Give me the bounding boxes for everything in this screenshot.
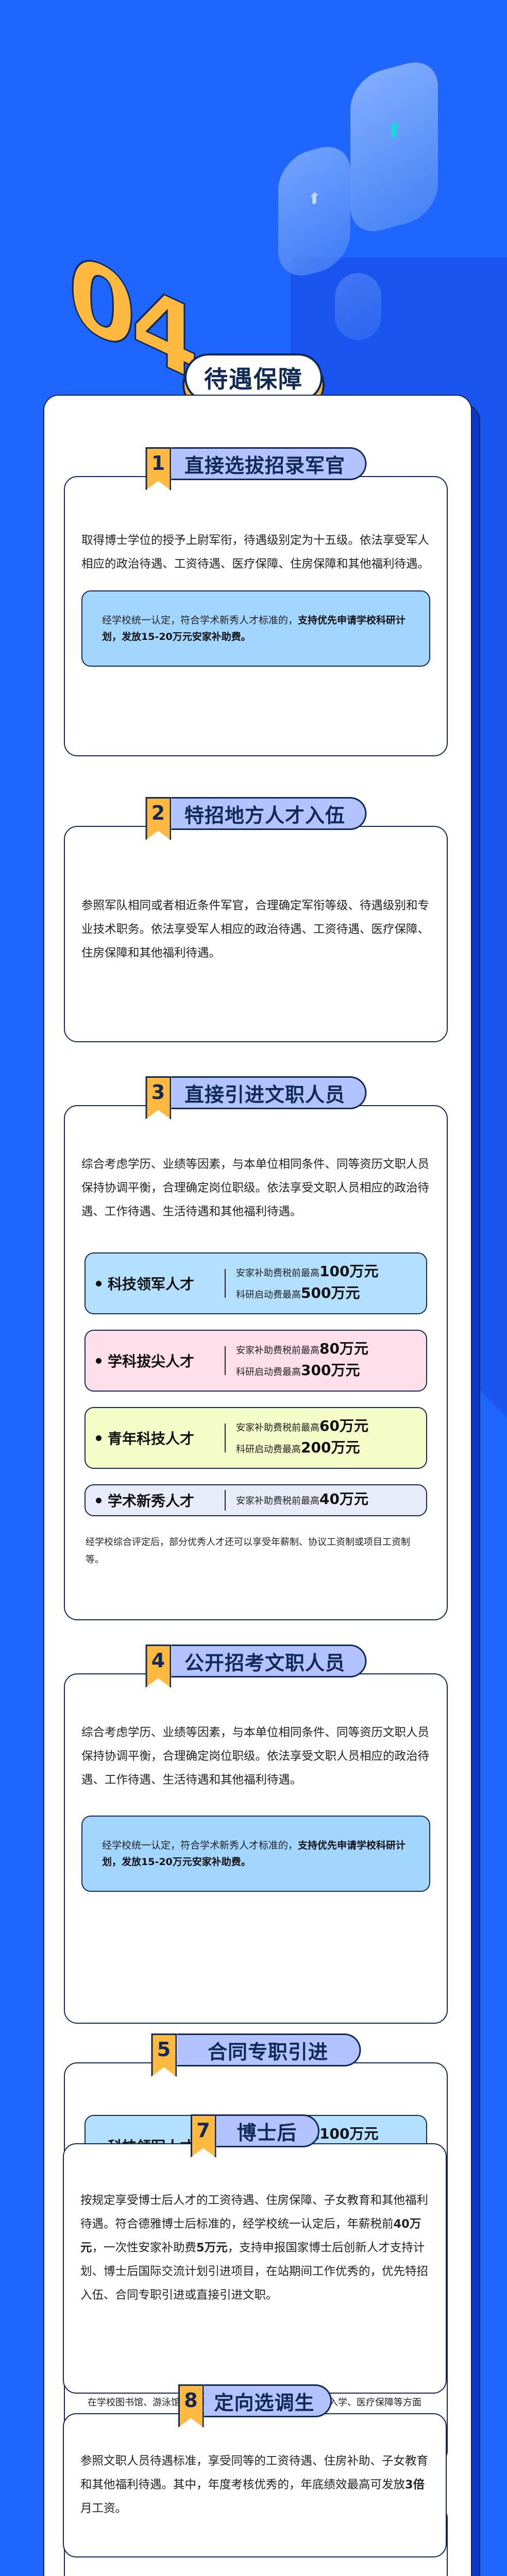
- divider: [225, 1423, 226, 1452]
- talent-row: 科技领军人才 安家补助费税前最高100万元 科研启动费最高500万元: [84, 1252, 427, 1314]
- card-title: 合同专职引进: [176, 2033, 361, 2066]
- value-label: 安家补助费税前最高: [236, 1268, 319, 1279]
- upload-cloud-icon: ⬆: [350, 55, 438, 239]
- talent-values: 安家补助费税前最高60万元 科研启动费最高200万元: [236, 1416, 368, 1460]
- talent-row: 学术新秀人才 安家补助费税前最高40万元: [84, 1484, 427, 1516]
- card-footnote: 经学校综合评定后，部分优秀人才还可以享受年薪制、协议工资制或项目工资制等。: [86, 1537, 410, 1565]
- note-bold-text: 支持优先申请学校科研计划，发放15-20万元安家补助费。: [102, 615, 406, 642]
- body-bold: 3倍: [405, 2478, 425, 2492]
- value-amount: 40万元: [319, 1490, 368, 1507]
- body-text: ，支持申报国家博士后创新人才支持计划、博士后国际交流计划引进项目，在站期间工作优…: [80, 2241, 429, 2302]
- card-ribbon: 2 特招地方人才入伍: [145, 797, 367, 840]
- card-ribbon: 4 公开招考文职人员: [145, 1645, 367, 1688]
- talent-row: 青年科技人才 安家补助费税前最高60万元 科研启动费最高200万元: [84, 1407, 427, 1469]
- value-amount: 60万元: [319, 1417, 368, 1434]
- card-body: 综合考虑学历、业绩等因素，与本单位相同条件、同等资历文职人员保持协调平衡，合理确…: [81, 1158, 430, 1218]
- body-text: 月工资。: [80, 2502, 127, 2515]
- bullet-icon: [96, 1358, 102, 1364]
- highlight-note: 经学校统一认定，符合学术新秀人才标准的，支持优先申请学校科研计划，发放15-20…: [81, 1816, 430, 1892]
- benefit-card-8: 8 定向选调生 参照文职人员待遇标准，享受同等的工资待遇、住房补助、子女教育和其…: [63, 2384, 447, 2557]
- divider: [225, 1346, 226, 1375]
- card-ribbon: 5 合同专职引进: [150, 2033, 361, 2077]
- benefit-card-7: 7 博士后 按规定享受博士后人才的工资待遇、住房保障、子女教育和其他福利待遇。符…: [63, 2114, 447, 2394]
- talent-row: 学科拔尖人才 安家补助费税前最高80万元 科研启动费最高300万元: [84, 1330, 427, 1392]
- benefit-card-4: 4 公开招考文职人员 综合考虑学历、业绩等因素，与本单位相同条件、同等资历文职人…: [64, 1645, 448, 2024]
- card-ribbon: 1 直接选拔招录军官: [145, 447, 367, 490]
- note-text: 经学校统一认定，符合学术新秀人才标准的，: [102, 1840, 298, 1851]
- card-title: 特招地方人才入伍: [171, 797, 367, 830]
- benefit-card-1: 1 直接选拔招录军官 取得博士学位的授予上尉军衔，待遇级别定为十五级。依法享受军…: [64, 447, 448, 756]
- talent-name: 青年科技人才: [108, 1430, 195, 1447]
- value-label: 科研启动费最高: [236, 1444, 301, 1455]
- section-number: 04: [67, 230, 195, 404]
- value-amount: 200万元: [301, 1439, 360, 1456]
- card-title: 博士后: [216, 2114, 319, 2147]
- value-label: 安家补助费税前最高: [236, 1422, 319, 1433]
- value-amount: 80万元: [319, 1340, 368, 1357]
- talent-name: 学术新秀人才: [108, 1493, 195, 1510]
- card-body: 参照文职人员待遇标准，享受同等的工资待遇、住房补助、子女教育和其他福利待遇。其中…: [64, 2414, 446, 2520]
- card-title: 直接选拔招录军官: [171, 447, 367, 480]
- bullet-icon: [96, 1497, 102, 1503]
- card-ribbon: 8 定向选调生: [178, 2384, 332, 2428]
- benefit-card-2: 2 特招地方人才入伍 参照军队相同或者相近条件军官，合理确定军衔等级、待遇级别和…: [64, 797, 448, 1042]
- card-title: 定向选调生: [204, 2384, 332, 2417]
- bullet-icon: [96, 1280, 102, 1286]
- card-body: 取得博士学位的授予上尉军衔，待遇级别定为十五级。依法享受军人相应的政治待遇、工资…: [81, 534, 430, 571]
- value-label: 安家补助费税前最高: [236, 1345, 319, 1356]
- value-amount: 500万元: [301, 1284, 360, 1301]
- body-text: ，一次性安家补助费: [92, 2241, 197, 2255]
- value-label: 科研启动费最高: [236, 1290, 301, 1300]
- value-label: 安家补助费税前最高: [236, 1496, 319, 1506]
- card-ribbon: 3 直接引进文职人员: [145, 1076, 367, 1120]
- value-amount: 100万元: [319, 2125, 379, 2142]
- note-bold-text: 支持优先申请学校科研计划，发放15-20万元安家补助费。: [102, 1840, 406, 1868]
- benefit-card-3: 3 直接引进文职人员 综合考虑学历、业绩等因素，与本单位相同条件、同等资历文职人…: [64, 1076, 448, 1620]
- talent-name: 科技领军人才: [108, 1276, 195, 1293]
- body-bold: 40万元: [80, 2217, 421, 2255]
- section-title: 待遇保障: [184, 353, 323, 402]
- talent-values: 安家补助费税前最高100万元 科研启动费最高500万元: [236, 1262, 378, 1305]
- talent-values: 安家补助费税前最高80万元 科研启动费最高300万元: [236, 1339, 368, 1382]
- value-label: 科研启动费最高: [236, 1367, 301, 1378]
- divider: [225, 1490, 226, 1511]
- talent-values: 安家补助费税前最高40万元: [236, 1489, 368, 1511]
- body-text: 参照文职人员待遇标准，享受同等的工资待遇、住房补助、子女教育和其他福利待遇。其中…: [80, 2454, 429, 2492]
- body-text: 按规定享受博士后人才的工资待遇、住房保障、子女教育和其他福利待遇。符合德雅博士后…: [80, 2194, 429, 2231]
- highlight-note: 经学校统一认定，符合学术新秀人才标准的，支持优先申请学校科研计划，发放15-20…: [81, 590, 430, 667]
- card-title: 公开招考文职人员: [171, 1645, 367, 1677]
- value-amount: 300万元: [301, 1362, 360, 1379]
- bullet-icon: [96, 1435, 102, 1441]
- value-amount: 100万元: [319, 1263, 379, 1280]
- cloud-icon: [335, 273, 381, 340]
- body-bold: 5万元: [196, 2241, 228, 2255]
- card-ribbon: 7 博士后: [190, 2114, 319, 2158]
- card-body: 按规定享受博士后人才的工资待遇、住房保障、子女教育和其他福利待遇。符合德雅博士后…: [64, 2144, 446, 2307]
- card-title: 直接引进文职人员: [171, 1076, 367, 1109]
- divider: [225, 1269, 226, 1298]
- card-body: 参照军队相同或者相近条件军官，合理确定军衔等级、待遇级别和专业技术职务。依法享受…: [81, 899, 430, 960]
- talent-name: 学科拔尖人才: [108, 1353, 195, 1370]
- note-text: 经学校统一认定，符合学术新秀人才标准的，: [102, 615, 298, 626]
- card-body: 综合考虑学历、业绩等因素，与本单位相同条件、同等资历文职人员保持协调平衡，合理确…: [81, 1726, 430, 1787]
